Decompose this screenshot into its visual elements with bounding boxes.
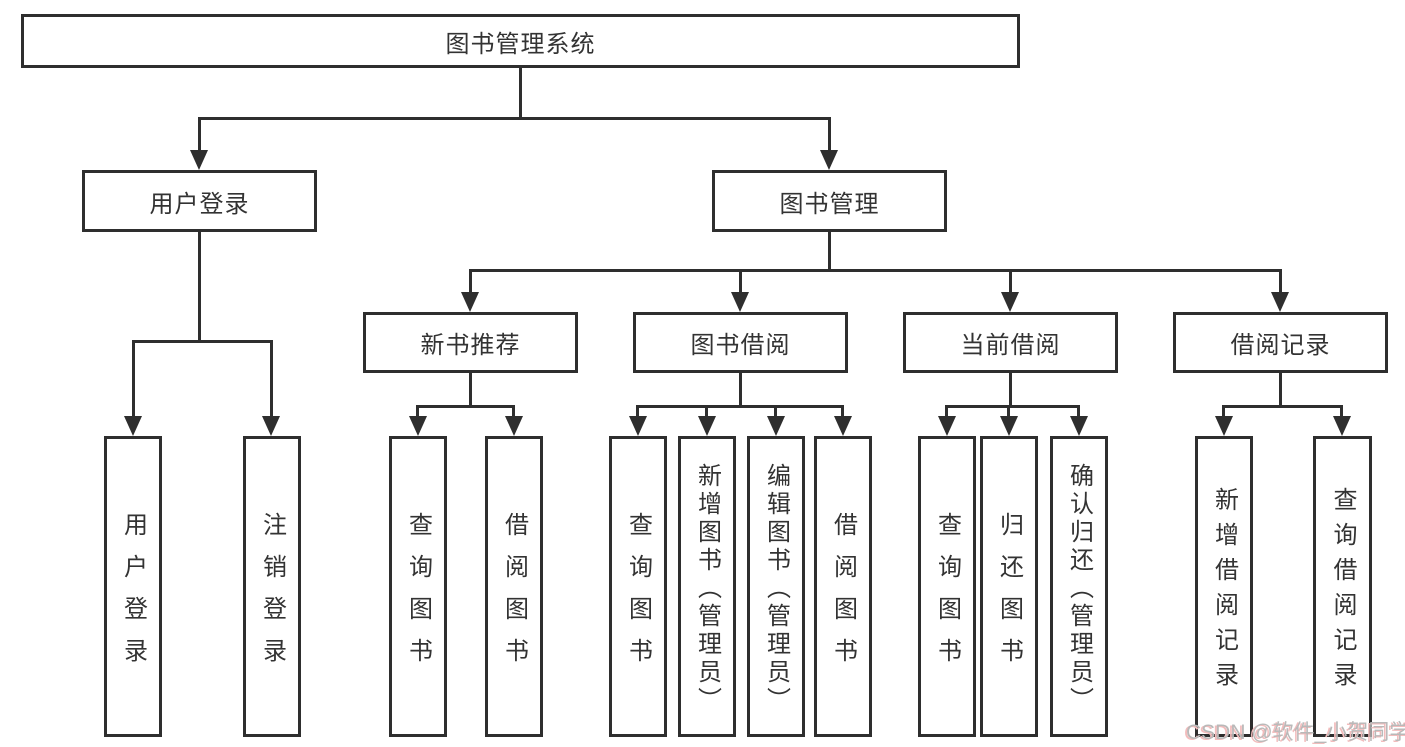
connector-to-leaf-logout xyxy=(270,340,273,416)
arrowhead-user-login xyxy=(190,150,208,170)
node-label: 图书管理 xyxy=(779,190,880,218)
arrowhead-nb-borrow xyxy=(505,416,523,436)
connector-user-login-bar xyxy=(132,340,273,343)
node-borrowing-records: 借阅记录 xyxy=(1173,312,1388,373)
connector-book-mgmt-stem xyxy=(828,230,831,272)
connector-to-borrow-rec xyxy=(1279,269,1282,292)
node-label: 图书借阅 xyxy=(690,332,791,359)
node-label: 借阅图书 xyxy=(829,511,857,680)
connector-to-cb-query xyxy=(945,405,948,416)
connector-to-bb-query xyxy=(636,405,639,416)
node-label: 查询借阅记录 xyxy=(1329,487,1356,697)
arrowhead-bb-add xyxy=(698,416,716,436)
connector-to-book-borrow xyxy=(739,269,742,292)
arrowhead-br-add xyxy=(1215,416,1233,436)
node-book-management: 图书管理 xyxy=(712,170,947,232)
connector-to-cur-borrow xyxy=(1009,269,1012,292)
arrowhead-cb-confirm xyxy=(1070,416,1088,436)
node-book-borrowing: 图书借阅 xyxy=(633,312,848,373)
arrowhead-book-borrow xyxy=(731,292,749,312)
connector-to-cb-return xyxy=(1007,405,1010,416)
arrowhead-nb-query xyxy=(409,416,427,436)
leaf-query-books-borrowing: 查询图书 xyxy=(609,436,667,737)
arrowhead-cb-query xyxy=(938,416,956,436)
connector-user-login-stem xyxy=(198,230,201,343)
node-user-login: 用户登录 xyxy=(82,170,317,232)
node-label: 当前借阅 xyxy=(960,332,1061,359)
connector-to-bb-edit xyxy=(774,405,777,416)
node-label: 查询图书 xyxy=(404,511,432,680)
csdn-watermark: CSDN @软件_小贺同学 xyxy=(1186,721,1405,744)
connector-book-borrow-stem xyxy=(739,371,742,408)
arrowhead-cb-return xyxy=(1000,416,1018,436)
leaf-add-books-admin: 新增图书（管理员） xyxy=(678,436,736,737)
leaf-confirm-return-admin: 确认归还（管理员） xyxy=(1050,436,1108,737)
connector-borrow-rec-bar xyxy=(1222,405,1343,408)
connector-to-br-add xyxy=(1222,405,1225,416)
arrowhead-new-book xyxy=(461,292,479,312)
leaf-logout-login: 注销登录 xyxy=(243,436,301,737)
node-label: 查询图书 xyxy=(624,511,652,680)
node-label: 用户登录 xyxy=(149,190,250,218)
node-label: 新增图书（管理员） xyxy=(693,462,721,715)
node-library-management-system: 图书管理系统 xyxy=(21,14,1020,68)
connector-cur-borrow-bar xyxy=(945,405,1080,408)
connector-book-borrow-bar xyxy=(636,405,844,408)
connector-new-book-bar xyxy=(416,405,515,408)
node-label: 编辑图书（管理员） xyxy=(762,462,790,715)
leaf-query-books-recommend: 查询图书 xyxy=(389,436,447,737)
connector-borrow-rec-stem xyxy=(1279,371,1282,408)
arrowhead-borrow-rec xyxy=(1271,292,1289,312)
leaf-borrow-books-borrowing: 借阅图书 xyxy=(814,436,872,737)
arrowhead-bb-borrow xyxy=(834,416,852,436)
connector-to-bb-add xyxy=(705,405,708,416)
leaf-query-books-current: 查询图书 xyxy=(918,436,976,737)
connector-to-cb-confirm xyxy=(1077,405,1080,416)
arrowhead-book-mgmt xyxy=(820,150,838,170)
arrowhead-bb-query xyxy=(629,416,647,436)
leaf-user-login: 用户登录 xyxy=(104,436,162,737)
node-label: 新书推荐 xyxy=(420,332,521,359)
connector-to-nb-query xyxy=(416,405,419,416)
node-new-book-recommend: 新书推荐 xyxy=(363,312,578,373)
connector-cur-borrow-stem xyxy=(1009,371,1012,408)
leaf-return-books: 归还图书 xyxy=(980,436,1038,737)
connector-to-book-mgmt xyxy=(828,117,831,151)
connector-to-user-login xyxy=(198,117,201,151)
arrowhead-leaf-logout xyxy=(262,416,280,436)
connector-root-stem xyxy=(519,66,522,119)
node-label: 新增借阅记录 xyxy=(1210,487,1238,697)
arrowhead-cur-borrow xyxy=(1001,292,1019,312)
connector-to-new-book xyxy=(469,269,472,292)
leaf-query-borrow-record: 查询借阅记录 xyxy=(1313,436,1372,737)
leaf-borrow-books-recommend: 借阅图书 xyxy=(485,436,543,737)
node-label: 借阅图书 xyxy=(500,511,528,680)
arrowhead-br-query xyxy=(1333,416,1351,436)
connector-new-book-stem xyxy=(469,371,472,408)
node-label: 注销登录 xyxy=(258,511,286,680)
connector-to-leaf-user-login xyxy=(132,340,135,416)
arrowhead-leaf-user-login xyxy=(124,416,142,436)
connector-root-bar xyxy=(198,117,831,120)
leaf-add-borrow-record: 新增借阅记录 xyxy=(1195,436,1253,737)
node-label: 借阅记录 xyxy=(1230,332,1331,359)
node-current-borrowing: 当前借阅 xyxy=(903,312,1118,373)
connector-to-nb-borrow xyxy=(512,405,515,416)
arrowhead-bb-edit xyxy=(767,416,785,436)
connector-to-bb-borrow xyxy=(841,405,844,416)
node-label: 用户登录 xyxy=(119,511,147,680)
connector-book-mgmt-bar xyxy=(469,269,1282,272)
node-label: 归还图书 xyxy=(995,511,1023,680)
connector-to-br-query xyxy=(1340,405,1343,416)
node-label: 确认归还（管理员） xyxy=(1065,462,1093,715)
node-label: 查询图书 xyxy=(933,511,961,680)
leaf-edit-books-admin: 编辑图书（管理员） xyxy=(747,436,805,737)
node-label: 图书管理系统 xyxy=(445,30,596,58)
